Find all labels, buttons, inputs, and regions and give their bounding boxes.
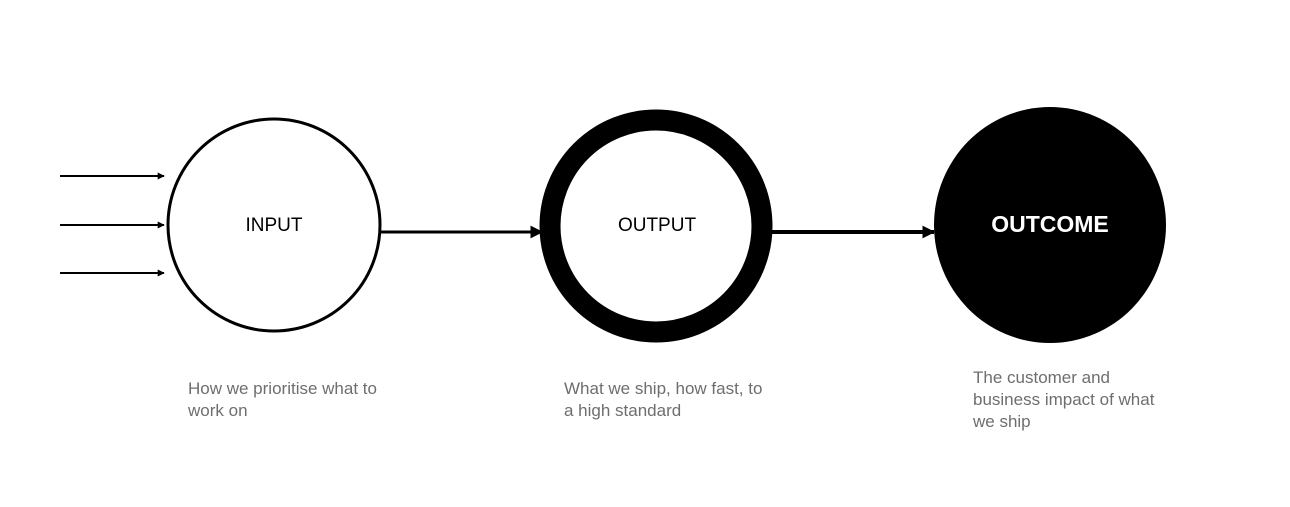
- input-caption-line-2: work on: [188, 401, 248, 420]
- input-caption: How we prioritise what to work on: [188, 378, 377, 422]
- outcome-caption-line-2: business impact of what: [973, 390, 1155, 409]
- outcome-caption-line-3: we ship: [973, 412, 1031, 431]
- output-caption-line-1: What we ship, how fast, to: [564, 379, 763, 398]
- output-caption: What we ship, how fast, to a high standa…: [564, 378, 762, 422]
- output-caption-line-2: a high standard: [564, 401, 682, 420]
- input-node-label: INPUT: [246, 215, 303, 236]
- outcome-caption: The customer and business impact of what…: [973, 367, 1154, 433]
- outcome-caption-line-1: The customer and: [973, 368, 1111, 387]
- outcome-node-label: OUTCOME: [991, 211, 1109, 237]
- output-node-label: OUTPUT: [618, 215, 697, 236]
- output-node: [539, 109, 773, 343]
- outcome-node: [934, 107, 1166, 343]
- input-node: [166, 117, 382, 333]
- input-caption-line-1: How we prioritise what to: [188, 379, 377, 398]
